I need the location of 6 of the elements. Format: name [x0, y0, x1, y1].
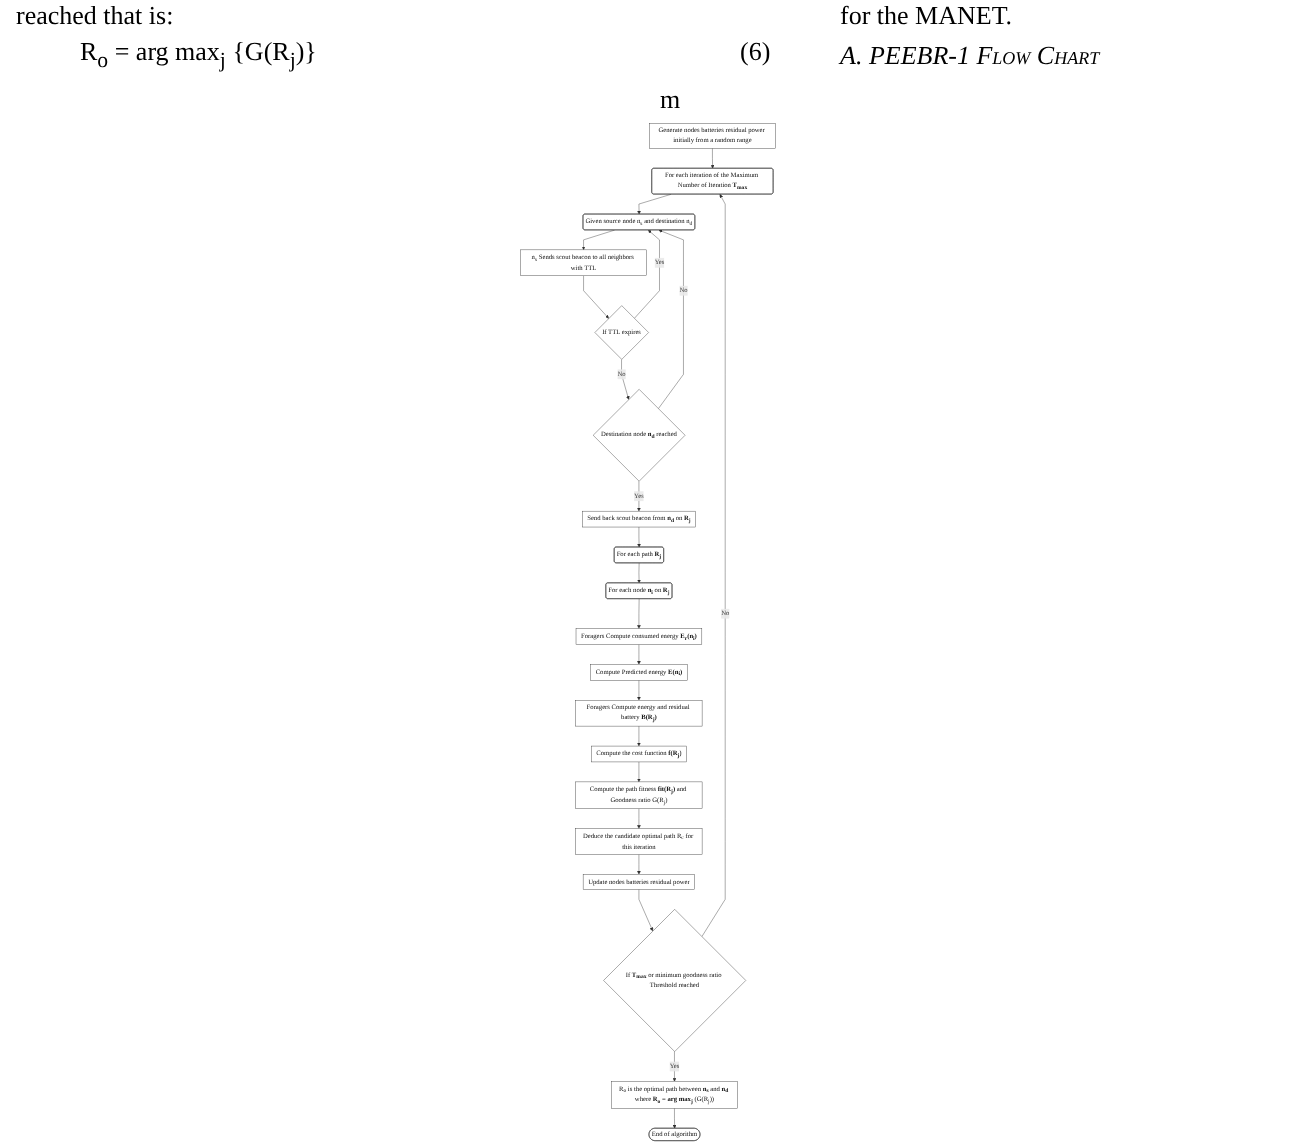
body-text: reached that is: — [16, 0, 174, 32]
body-text: for the MANET. — [840, 0, 1013, 32]
section-heading: A. PEEBR-1 Flow Chart — [840, 40, 1100, 72]
equation-number: (6) — [740, 36, 771, 68]
annotation-letter: m — [660, 84, 681, 116]
equation: R$_{o}$ = arg max$_{j}$ {G(R$_{j}$)} — [80, 36, 317, 74]
